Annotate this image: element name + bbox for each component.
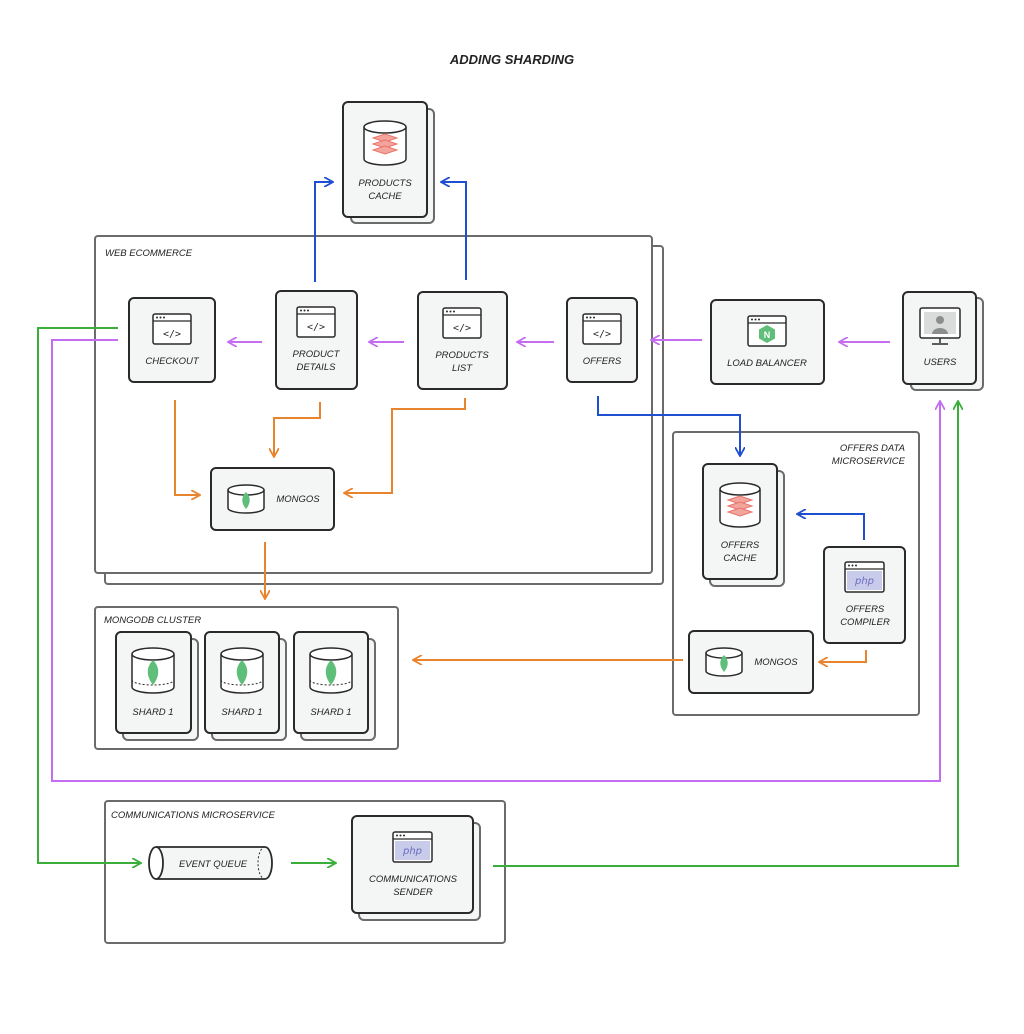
redis-database-icon <box>363 120 407 166</box>
user-monitor-icon <box>919 307 961 345</box>
svg-text:php: php <box>854 576 874 587</box>
arrow-offers-compiler-to-offers-cache <box>798 514 865 540</box>
node-label: OFFERS <box>846 604 885 615</box>
node-label: USERS <box>924 357 957 368</box>
shard-node[interactable]: SHARD 1 <box>204 631 287 741</box>
arrow-products-list-to-mongos <box>345 398 466 493</box>
event-queue-node[interactable]: EVENT QUEUE <box>148 846 273 880</box>
mongodb-database-icon <box>705 647 743 677</box>
load-balancer-node[interactable]: N LOAD BALANCER <box>710 299 825 385</box>
node-label: CACHE <box>723 553 757 564</box>
arrow-products-list-to-products-cache <box>442 182 467 280</box>
node-label: OFFERS <box>721 540 760 551</box>
node-label: PRODUCT <box>293 349 341 360</box>
node-label: MONGOS <box>276 494 320 505</box>
checkout-node[interactable]: </> CHECKOUT <box>128 297 216 383</box>
code-window-icon: </> <box>152 313 192 345</box>
mongodb-database-icon <box>227 484 265 514</box>
svg-text:</>: </> <box>307 322 325 333</box>
arrow-offers-compiler-to-mongos <box>820 650 867 662</box>
node-label: SHARD 1 <box>221 707 262 718</box>
group-label-offers-data-line1: OFFERS DATA <box>840 443 905 454</box>
arrow-product-details-to-mongos <box>274 402 321 456</box>
mongodb-database-icon <box>309 647 353 694</box>
users-node[interactable]: USERS <box>902 291 984 391</box>
node-label: COMPILER <box>840 617 890 628</box>
php-window-icon: php <box>392 831 433 863</box>
group-label-offers-data-line2: MICROSERVICE <box>832 456 906 467</box>
svg-text:</>: </> <box>163 329 181 340</box>
arrow-sender-to-users <box>493 402 958 867</box>
code-window-icon: </> <box>296 306 336 338</box>
svg-text:</>: </> <box>453 323 471 334</box>
php-window-icon: php <box>844 561 885 593</box>
node-label: SHARD 1 <box>310 707 351 718</box>
mongodb-database-icon <box>220 647 264 694</box>
product-details-node[interactable]: </> PRODUCT DETAILS <box>275 290 358 390</box>
arrow-product-details-to-products-cache <box>314 182 332 282</box>
mongos-offers-node[interactable]: MONGOS <box>688 630 814 694</box>
arrow-checkout-to-users <box>51 339 940 782</box>
products-cache-node[interactable]: PRODUCTS CACHE <box>342 101 435 224</box>
products-list-node[interactable]: </> PRODUCTS LIST <box>417 291 508 390</box>
node-label: CACHE <box>368 191 402 202</box>
group-web-ecommerce: WEB ECOMMERCE <box>94 235 664 585</box>
node-label: DETAILS <box>297 362 337 373</box>
code-window-icon: </> <box>442 307 482 339</box>
node-label: OFFERS <box>583 356 622 367</box>
shard-node[interactable]: SHARD 1 <box>115 631 199 741</box>
diagram-title: ADDING SHARDING <box>449 52 574 67</box>
group-label-web-ecommerce: WEB ECOMMERCE <box>105 248 193 259</box>
code-window-icon: </> <box>582 313 622 345</box>
communications-sender-node[interactable]: php COMMUNICATIONS SENDER <box>351 815 481 921</box>
node-label: SHARD 1 <box>132 707 173 718</box>
node-label: PRODUCTS <box>435 350 489 361</box>
offers-node[interactable]: </> OFFERS <box>566 297 638 383</box>
node-label: EVENT QUEUE <box>179 859 248 870</box>
nginx-window-icon: N <box>747 315 787 347</box>
shard-node[interactable]: SHARD 1 <box>293 631 376 741</box>
group-label-mongodb-cluster: MONGODB CLUSTER <box>104 615 201 626</box>
offers-cache-node[interactable]: OFFERS CACHE <box>702 463 785 587</box>
node-label: LOAD BALANCER <box>727 358 807 369</box>
arrow-offers-to-offers-cache <box>597 396 740 455</box>
node-label: COMMUNICATIONS <box>369 874 458 885</box>
group-label-communications: COMMUNICATIONS MICROSERVICE <box>111 810 275 821</box>
node-label: CHECKOUT <box>145 356 200 367</box>
svg-text:</>: </> <box>593 329 611 340</box>
node-label: SENDER <box>393 887 433 898</box>
node-label: PRODUCTS <box>358 178 412 189</box>
node-label: MONGOS <box>754 657 798 668</box>
offers-compiler-node[interactable]: php OFFERS COMPILER <box>823 546 906 644</box>
mongos-web-node[interactable]: MONGOS <box>210 467 335 531</box>
arrow-checkout-to-mongos <box>174 400 199 495</box>
svg-text:N: N <box>764 330 771 340</box>
arrow-checkout-to-event-queue <box>37 327 140 863</box>
redis-database-icon <box>719 482 761 528</box>
mongodb-database-icon <box>131 647 175 694</box>
node-label: LIST <box>452 363 473 374</box>
svg-text:php: php <box>402 846 422 857</box>
